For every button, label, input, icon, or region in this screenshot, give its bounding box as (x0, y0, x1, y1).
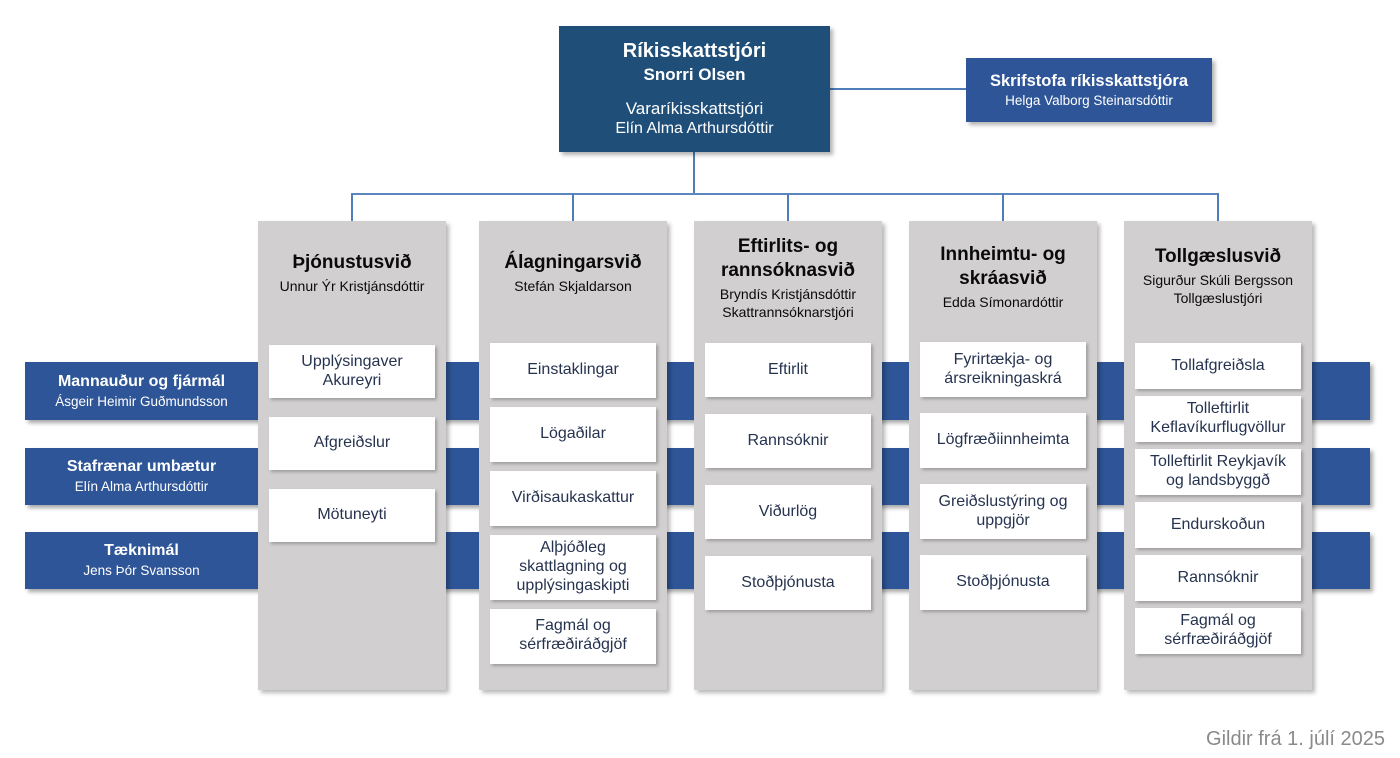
unit-box: Endurskoðun (1135, 502, 1301, 548)
cross-unit-label: Tæknimál Jens Þór Svansson (25, 532, 258, 589)
unit-box: Stoðþjónusta (920, 555, 1086, 610)
cross-unit-title: Stafrænar umbætur (66, 458, 217, 476)
cross-unit-title: Tæknimál (104, 542, 179, 560)
unit-box: Tollafgreiðsla (1135, 343, 1301, 389)
division-head: Bryndís Kristjánsdóttir (719, 285, 857, 302)
unit-box: Tolleftirlit Reykjavík og landsbyggð (1135, 449, 1301, 495)
connector-stub (351, 194, 353, 222)
division-head: Edda Símonardóttir (942, 293, 1064, 310)
unit-box: Viðurlög (705, 485, 871, 539)
root-director: Snorri Olsen (643, 64, 746, 84)
cross-unit-head: Jens Þór Svansson (83, 563, 200, 579)
division-head: Tollgæslustjóri (1173, 289, 1263, 306)
connector-stub (787, 194, 789, 222)
division-header: Þjónustusvið Unnur Ýr Kristjánsdóttir (258, 221, 446, 295)
root-title: Ríkisskattstjóri (622, 39, 767, 62)
division-title: Innheimtu- og skráasvið (940, 244, 1066, 289)
cross-unit-title: Mannauður og fjármál (57, 372, 226, 390)
unit-box: Alþjóðleg skattlagning og upplýsingaskip… (490, 535, 656, 600)
division-heads: Unnur Ýr Kristjánsdóttir (264, 277, 440, 295)
division-column: Innheimtu- og skráasvið Edda Símonardótt… (909, 221, 1097, 690)
unit-box: Afgreiðslur (269, 417, 435, 470)
unit-box: Fyrirtækja- og ársreikningaskrá (920, 342, 1086, 397)
unit-box: Rannsóknir (1135, 555, 1301, 601)
division-column: Þjónustusvið Unnur Ýr Kristjánsdóttir Up… (258, 221, 446, 690)
unit-box: Fagmál og sérfræðiráðgjöf (490, 608, 656, 664)
unit-box: Rannsóknir (705, 414, 871, 468)
office-title: Skrifstofa ríkisskattstjóra (989, 71, 1189, 90)
cross-unit-head: Elín Alma Arthursdóttir (74, 479, 209, 495)
cross-unit-head: Ásgeir Heimir Guðmundsson (55, 393, 228, 409)
unit-box: Virðisaukaskattur (490, 471, 656, 526)
unit-box: Lögaðilar (490, 407, 656, 462)
connector-stub (1002, 194, 1004, 222)
unit-box: Stoðþjónusta (705, 556, 871, 610)
connector-stub (572, 194, 574, 222)
division-title: Álagningarsvið (504, 252, 642, 273)
root-box: Ríkisskattstjóri Snorri Olsen Vararíkiss… (559, 26, 830, 152)
root-deputy-title: Vararíkisskattstjóri (625, 99, 764, 118)
division-head: Stefán Skjaldarson (514, 277, 632, 294)
unit-box: Lögfræðiinnheimta (920, 413, 1086, 468)
cross-unit-label: Stafrænar umbætur Elín Alma Arthursdótti… (25, 448, 258, 505)
division-column: Álagningarsvið Stefán Skjaldarson Einsta… (479, 221, 667, 690)
division-title: Eftirlits- og rannsóknasvið (720, 236, 856, 281)
division-heads: Edda Símonardóttir (915, 293, 1091, 311)
valid-from-note: Gildir frá 1. júlí 2025 (1206, 728, 1385, 750)
division-title: Þjónustusvið (292, 252, 412, 273)
unit-box: Einstaklingar (490, 343, 656, 398)
cross-unit-label: Mannauður og fjármál Ásgeir Heimir Guðmu… (25, 362, 258, 420)
division-column: Eftirlits- og rannsóknasvið Bryndís Kris… (694, 221, 882, 690)
division-header: Álagningarsvið Stefán Skjaldarson (479, 221, 667, 295)
office-head: Helga Valborg Steinarsdóttir (1005, 92, 1173, 108)
division-header: Eftirlits- og rannsóknasvið Bryndís Kris… (694, 221, 882, 321)
connector-stub (1217, 194, 1219, 222)
office-box: Skrifstofa ríkisskattstjóra Helga Valbor… (966, 58, 1212, 122)
unit-box: Tolleftirlit Keflavíkurflugvöllur (1135, 396, 1301, 442)
unit-box: Eftirlit (705, 343, 871, 397)
division-head: Unnur Ýr Kristjánsdóttir (279, 277, 425, 294)
connector-root-vertical (693, 151, 695, 194)
unit-box: Mötuneyti (269, 489, 435, 542)
connector-office (830, 88, 966, 90)
unit-box: Greiðslustýring og uppgjör (920, 484, 1086, 539)
division-header: Innheimtu- og skráasvið Edda Símonardótt… (909, 221, 1097, 311)
division-head: Sigurður Skúli Bergsson (1142, 271, 1294, 288)
division-head: Skattrannsóknarstjóri (722, 303, 854, 320)
unit-box: Fagmál og sérfræðiráðgjöf (1135, 608, 1301, 654)
connector-rail (351, 193, 1219, 195)
unit-box: Upplýsingaver Akureyri (269, 345, 435, 398)
root-deputy-name: Elín Alma Arthursdóttir (615, 120, 774, 138)
division-heads: Stefán Skjaldarson (485, 277, 661, 295)
division-title: Tollgæslusvið (1154, 246, 1282, 267)
